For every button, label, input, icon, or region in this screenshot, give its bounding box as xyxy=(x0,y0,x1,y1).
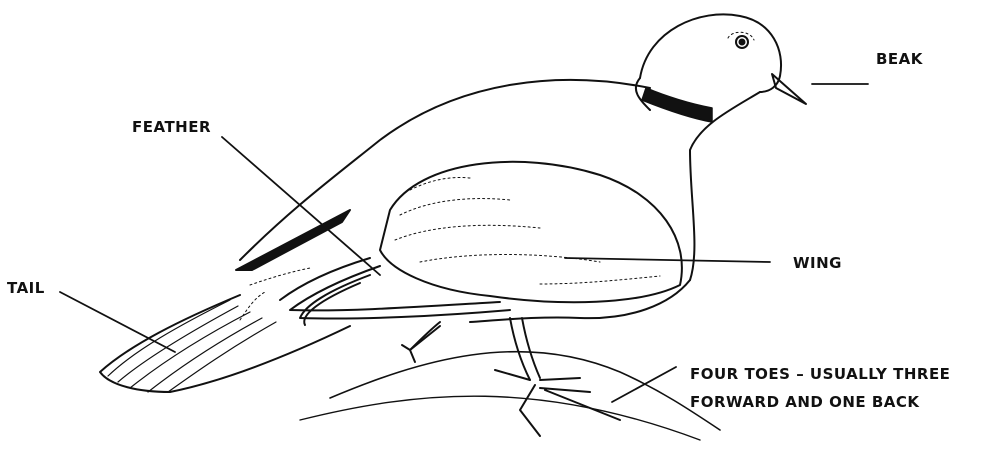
pigeon-head xyxy=(640,14,781,92)
label-beak: BEAK xyxy=(876,49,923,69)
label-tail: TAIL xyxy=(7,278,45,298)
label-wing: WING xyxy=(793,253,842,273)
label-toes-line2: FORWARD AND ONE BACK xyxy=(690,388,950,416)
dark-streak xyxy=(236,210,350,270)
pigeon-belly xyxy=(470,280,690,322)
perch-branch xyxy=(330,352,720,430)
label-feather: FEATHER xyxy=(132,117,211,137)
neck-collar xyxy=(642,88,712,122)
label-toes: FOUR TOES – USUALLY THREE FORWARD AND ON… xyxy=(690,360,950,416)
pigeon-leg-front xyxy=(510,318,530,380)
pigeon-beak xyxy=(772,74,806,104)
pigeon-wing xyxy=(380,162,682,302)
flight-feathers xyxy=(280,258,370,300)
tail-pointer-line xyxy=(60,292,175,352)
pigeon-back xyxy=(240,80,650,260)
label-toes-line1: FOUR TOES – USUALLY THREE xyxy=(690,360,950,388)
